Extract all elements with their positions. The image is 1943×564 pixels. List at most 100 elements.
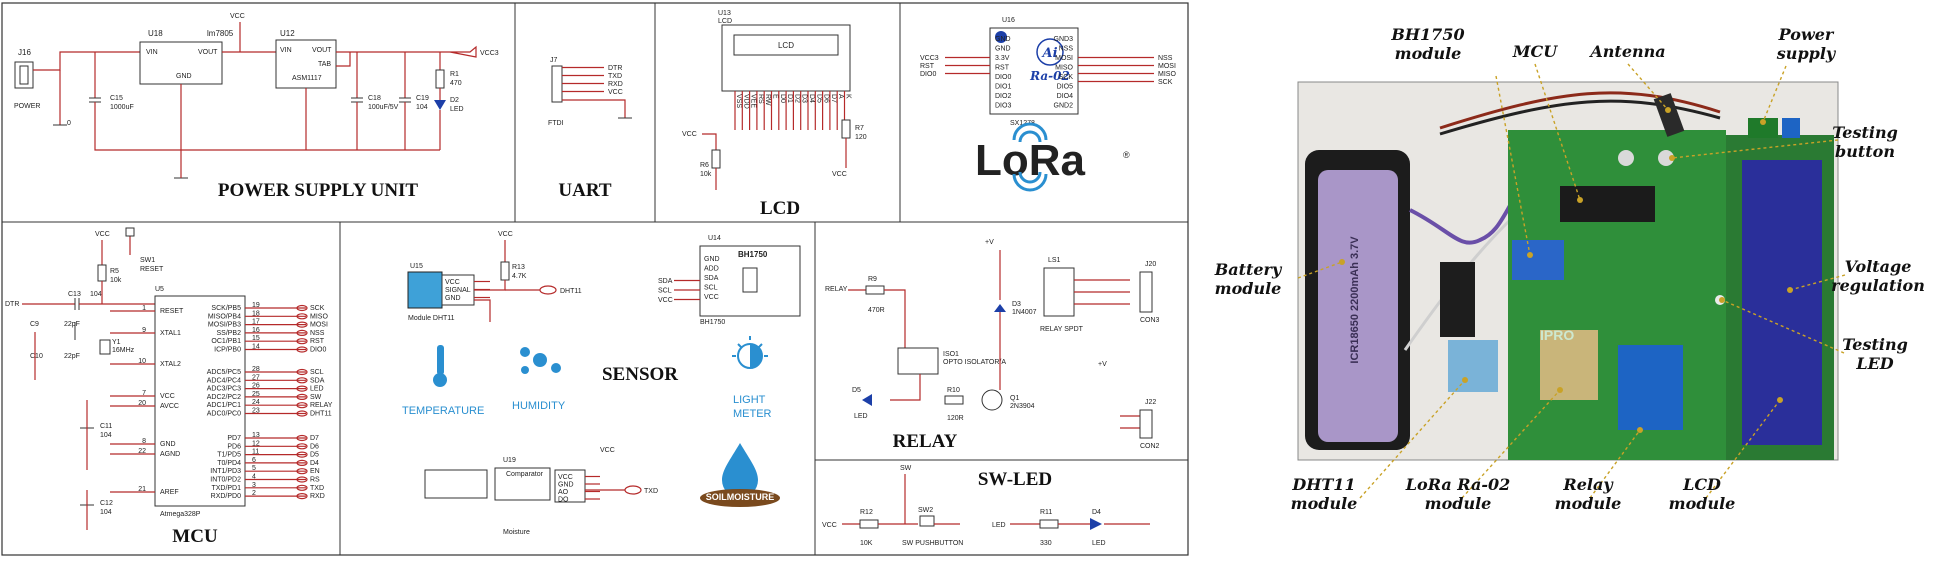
uart-pin-label: RXD <box>608 81 623 88</box>
d4-led <box>1090 518 1102 530</box>
photo-label-voltage: Voltage <box>1845 257 1912 276</box>
y1-label: Y1 <box>112 339 121 346</box>
bh1750-title: BH1750 <box>738 250 768 259</box>
c15-label: C15 <box>110 95 123 102</box>
mcu-net-flag <box>296 304 308 312</box>
relay-module-photo <box>1618 345 1683 430</box>
mcu-net-flag <box>296 313 308 320</box>
mcu-net-flag <box>296 468 308 475</box>
c19-label: C19 <box>416 95 429 102</box>
mcu-chip-photo <box>1560 186 1655 222</box>
d2-label: D2 <box>450 97 459 104</box>
lcd-pin-label: D1 <box>786 94 793 103</box>
u12-ref: U12 <box>280 29 295 38</box>
lora-left-net-label: RST <box>920 63 935 70</box>
mcu-right-pin-label: ADC1/PC1 <box>207 402 241 409</box>
lcd-pin-label: K <box>845 94 852 99</box>
opto-isolator <box>897 347 939 375</box>
u18-vin: VIN <box>146 49 158 56</box>
r12-resistor <box>859 519 879 529</box>
j7-label: J7 <box>550 57 558 64</box>
photo-label-relay: module <box>1555 494 1622 513</box>
mcu-vcc-label: VCC <box>95 231 110 238</box>
r12-value: 10K <box>860 540 873 547</box>
photo-leader-lora <box>1461 389 1561 499</box>
mcu-right-pin-number: 23 <box>252 408 260 415</box>
j22-part: CON2 <box>1140 443 1160 450</box>
u5-ref: U5 <box>155 286 164 293</box>
moisture-probe <box>424 469 488 499</box>
d5-value: LED <box>854 413 868 420</box>
mcu-right-net-label: MISO <box>310 313 328 320</box>
u19-pin-label: DO <box>558 497 569 504</box>
r5-resistor <box>97 264 107 282</box>
ai-logo-text: Ai <box>1040 46 1057 61</box>
lcd-screen-photo <box>1742 160 1822 445</box>
mcu-right-pin-number: 11 <box>252 449 259 456</box>
photo-label-power: Power <box>1778 25 1835 44</box>
r10-label: R10 <box>947 387 960 394</box>
mcu-right-net-label: D4 <box>310 460 319 467</box>
mcu-net-flag <box>296 459 308 466</box>
r1-resistor <box>435 69 445 89</box>
mcu-right-net-label: RS <box>310 477 320 484</box>
u15-part: Module DHT11 <box>408 315 455 322</box>
mcu-right-pin-number: 19 <box>252 302 260 309</box>
sw1-label: SW1 <box>140 257 155 264</box>
mcu-left-pin-number: 10 <box>138 358 146 365</box>
u19-pin-label: GND <box>558 482 574 489</box>
mcu-right-net-label: RST <box>310 338 325 345</box>
uart-pin-label: VCC <box>608 89 623 96</box>
mcu-left-pin-label: AREF <box>160 489 179 496</box>
wire-power-in <box>33 51 140 71</box>
lcd-pin-label: VSS <box>735 94 742 108</box>
photo-leader-battery <box>1297 261 1343 279</box>
moisture-vcc: VCC <box>600 447 615 454</box>
sw-net-label: SW <box>900 465 912 472</box>
mcu-right-pin-label: PD6 <box>227 443 241 450</box>
photo-label-testled: Testing <box>1842 335 1908 354</box>
q1-part: 2N3904 <box>1010 403 1035 410</box>
lcd-title: LCD <box>760 198 800 219</box>
photo-leader-dot-testbtn <box>1669 155 1675 161</box>
lora-right-pin-label: DIO5 <box>1057 84 1073 91</box>
d3-diode <box>994 304 1006 312</box>
mcu-right-pin-label: ADC0/PC0 <box>207 411 241 418</box>
lcd-pin-label: D7 <box>830 94 837 103</box>
txd-net-label: TXD <box>644 488 658 495</box>
r1-label: R1 <box>450 71 459 78</box>
r9-value: 470R <box>868 307 885 314</box>
relay-vplus: +V <box>985 239 994 246</box>
humidity-label: HUMIDITY <box>512 400 566 412</box>
r6-pot <box>711 149 721 169</box>
c9-value: 22pF <box>64 321 80 328</box>
photo-leader-dot-battery <box>1339 259 1345 265</box>
mcu-left-pin-label: VCC <box>160 393 175 400</box>
lcd-pin-label: VEE <box>750 94 757 108</box>
mcu-left-pins: RESET1XTAL19XTAL210VCC7AVCC20GND8AGND22A… <box>110 305 184 496</box>
lora-right-pin-label: NSS <box>1059 46 1074 53</box>
testing-button-cap-2 <box>1658 150 1674 166</box>
sw1-value: RESET <box>140 266 164 273</box>
mcu-right-net-label: SDA <box>310 377 325 384</box>
u19-pin-label: AO <box>558 489 569 496</box>
c11-value: 104 <box>100 432 112 439</box>
mcu-net-flag <box>296 402 308 409</box>
mcu-left-pin-number: 1 <box>142 305 146 312</box>
lora-model: Ra-02 <box>1029 69 1070 83</box>
photo-label-lcd: LCD <box>1682 475 1721 494</box>
u18-gnd: GND <box>176 73 192 80</box>
photo-leader-dht11 <box>1359 379 1466 499</box>
wire-r9-iso <box>884 289 906 348</box>
swled-title: SW-LED <box>978 469 1052 490</box>
mcu-net-flag <box>296 434 308 442</box>
r7-label: R7 <box>855 125 864 132</box>
mcu-right-pin-label: RXD/PD0 <box>211 493 241 500</box>
lcd-pin-label: RW <box>764 94 771 106</box>
y1-value: 16MHz <box>112 347 135 354</box>
dht11-pin-label: VCC <box>445 279 460 286</box>
